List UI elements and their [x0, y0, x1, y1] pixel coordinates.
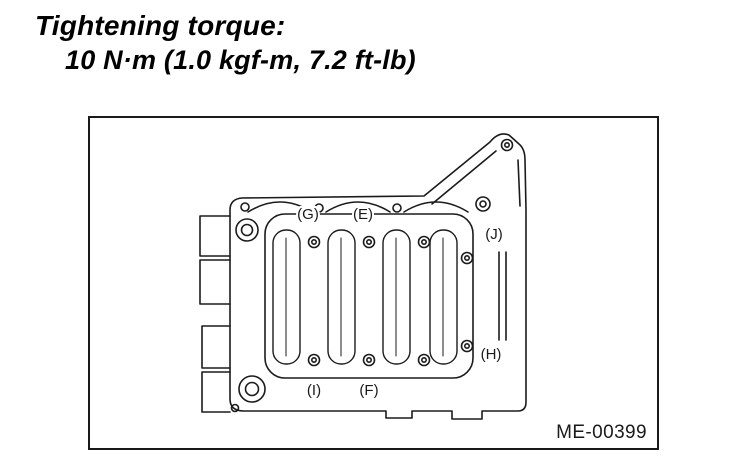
- bolt-hole-g: [307, 235, 321, 249]
- bolt-hole-i: [307, 353, 321, 367]
- cylinder-arches: [247, 201, 469, 213]
- bolt-hole-h: [460, 339, 474, 353]
- bracket-hole-base: [475, 196, 491, 212]
- journal-upper-inner: [240, 223, 254, 237]
- label-g: (G): [297, 206, 319, 223]
- bracket-inner-edge-right: [517, 159, 521, 207]
- bracket-hole-top-inner: [503, 141, 510, 148]
- right-rib-lines: [498, 251, 507, 341]
- oil-pan-rail: [264, 213, 474, 379]
- bearing-cap-4: [429, 229, 458, 365]
- torque-caption: Tightening torque: 10 N·m (1.0 kgf-m, 7.…: [35, 10, 416, 76]
- top-edge-hole-1: [314, 203, 324, 213]
- label-i: (I): [307, 382, 321, 399]
- journal-lower-small: [230, 403, 240, 413]
- bracket-inner-edge: [431, 150, 497, 205]
- bracket-hole-base-inner: [479, 200, 487, 208]
- left-journals: [230, 202, 266, 413]
- engine-block-diagram: (G) (E) (J) (H) (I) (F): [199, 133, 527, 420]
- bearing-cap-2: [327, 229, 356, 365]
- bolt-hole-e: [362, 235, 376, 249]
- bolt-holes: [307, 235, 474, 367]
- torque-caption-value: 10 N·m (1.0 kgf-m, 7.2 ft-lb): [65, 45, 416, 76]
- bracket-holes: [475, 138, 514, 212]
- left-mount-lower: [201, 325, 231, 413]
- bolt-hole-j: [460, 251, 474, 265]
- bearing-cap-1: [272, 229, 301, 365]
- bolt-labels: (G) (E) (J) (H) (I) (F): [295, 204, 505, 401]
- bolt-hole-f-inner: [365, 357, 372, 364]
- bolt-hole-e-inner: [365, 239, 372, 246]
- bolt-hole-i-inner: [311, 357, 318, 364]
- torque-caption-title: Tightening torque:: [35, 10, 286, 41]
- bearing-cap-rib-lines: [285, 237, 444, 357]
- bolt-hole-bottom-right: [417, 353, 431, 367]
- engine-block-outline: [229, 133, 527, 420]
- journal-upper-small: [240, 202, 250, 212]
- figure-box: (G) (E) (J) (H) (I) (F) ME-00399: [88, 116, 659, 450]
- label-f: (F): [359, 382, 378, 399]
- bolt-hole-top-right-inner: [420, 239, 427, 246]
- bolt-hole-j-inner: [463, 255, 470, 262]
- bolt-hole-f: [362, 353, 376, 367]
- figure-code: ME-00399: [552, 422, 647, 444]
- bolt-hole-g-inner: [311, 239, 318, 246]
- left-mount-upper: [199, 215, 231, 305]
- label-h: (H): [481, 346, 502, 363]
- bolt-hole-top-right: [417, 235, 431, 249]
- top-edge-hole-2: [392, 203, 402, 213]
- bolt-hole-bottom-right-inner: [420, 357, 427, 364]
- label-j: (J): [485, 226, 503, 243]
- bearing-caps: [272, 229, 458, 365]
- journal-upper: [235, 218, 259, 242]
- bolt-hole-h-inner: [463, 343, 470, 350]
- bracket-hole-top: [500, 138, 514, 152]
- journal-lower: [238, 375, 266, 403]
- label-e: (E): [353, 206, 373, 223]
- journal-lower-inner: [244, 381, 260, 397]
- bearing-cap-3: [382, 229, 411, 365]
